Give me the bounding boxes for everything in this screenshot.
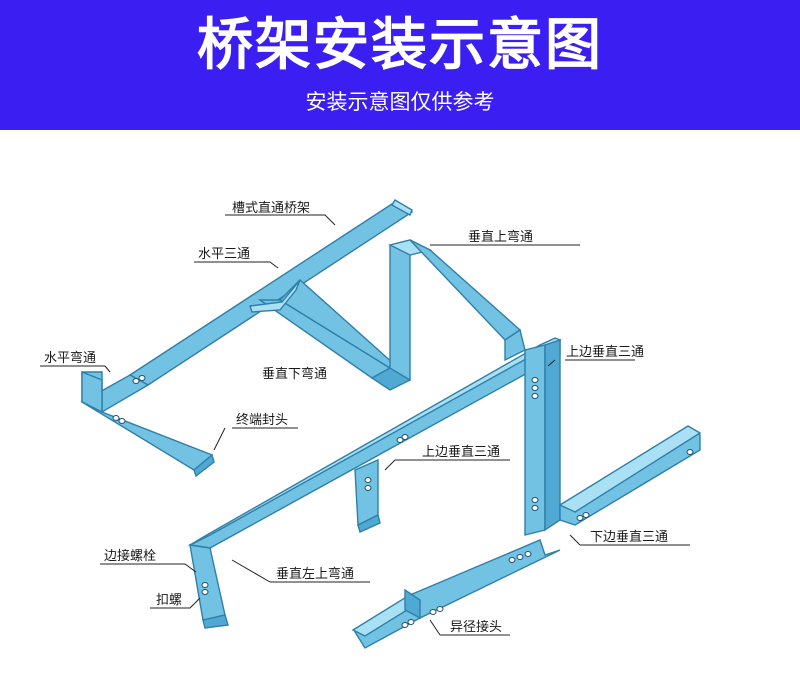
label-buckle-screw: 扣螺 xyxy=(156,593,182,608)
label-reducer-joint: 异径接头 xyxy=(450,619,502,635)
label-horizontal-tee: 水平三通 xyxy=(198,247,250,262)
label-vertical-upper-bend: 垂直上弯通 xyxy=(468,229,533,245)
label-vertical-left-upper-bend: 垂直左上弯通 xyxy=(276,566,354,582)
upper-tray-run xyxy=(80,199,414,478)
label-lower-vertical-tee: 下边垂直三通 xyxy=(590,530,668,545)
label-vertical-lower-bend: 垂直下弯通 xyxy=(262,366,327,382)
vertical-upper-bend-assembly xyxy=(370,239,526,391)
banner-background xyxy=(0,0,800,130)
label-straight-tray: 槽式直通桥架 xyxy=(232,201,310,216)
main-front-tray xyxy=(187,337,562,629)
cable-tray-diagram: 槽式直通桥架 水平三通 垂直上弯通 水平弯通 垂直下弯通 上边垂直三通 终端封头… xyxy=(0,130,800,688)
label-side-bolt: 边接螺栓 xyxy=(104,548,156,564)
lower-right-branch xyxy=(558,425,702,526)
label-upper-vertical-tee-right: 上边垂直三通 xyxy=(566,345,644,360)
page-title: 桥架安装示意图 xyxy=(197,13,603,78)
right-vertical-column xyxy=(524,339,561,536)
label-horizontal-bend: 水平弯通 xyxy=(44,350,96,366)
page-subtitle: 安装示意图仅供参考 xyxy=(305,90,495,114)
label-upper-vertical-tee-center: 上边垂直三通 xyxy=(422,445,500,460)
leader-lines xyxy=(40,214,690,636)
diagram-canvas: 槽式直通桥架 水平三通 垂直上弯通 水平弯通 垂直下弯通 上边垂直三通 终端封头… xyxy=(40,199,702,649)
label-end-cap: 终端封头 xyxy=(236,412,288,428)
header-banner: 桥架安装示意图 安装示意图仅供参考 xyxy=(0,0,800,130)
bottom-run xyxy=(351,539,561,649)
